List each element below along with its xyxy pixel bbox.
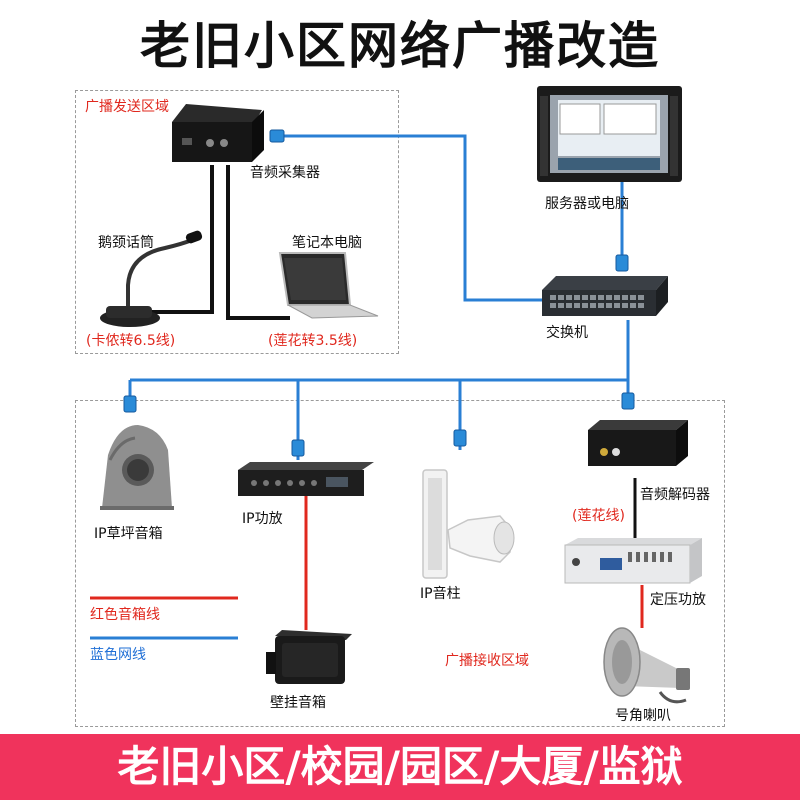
collector-cable-right bbox=[226, 165, 290, 320]
rj45-plug bbox=[615, 254, 629, 272]
ip-lawn-speaker-device bbox=[100, 425, 174, 510]
laptop-device bbox=[278, 252, 379, 319]
server-device bbox=[537, 86, 682, 182]
legend-blue-label: 蓝色网线 bbox=[90, 647, 146, 663]
audio-decoder-label: 音频解码器 bbox=[640, 487, 710, 503]
server-label: 服务器或电脑 bbox=[545, 196, 629, 212]
wall-speaker-device bbox=[266, 630, 352, 684]
ip-lawn-speaker-label: IP草坪音箱 bbox=[94, 526, 163, 542]
rj45-plug bbox=[269, 129, 285, 143]
receive-zone-border bbox=[75, 400, 725, 727]
horn-speaker-label: 号角喇叭 bbox=[615, 708, 671, 724]
mic-cable-label: (卡侬转6.5线) bbox=[86, 333, 176, 349]
gooseneck-mic-device bbox=[100, 230, 203, 327]
receive-zone-label: 广播接收区域 bbox=[445, 653, 529, 669]
ip-column-device bbox=[422, 469, 515, 579]
ip-amplifier-device bbox=[238, 462, 374, 496]
rj45-plug bbox=[291, 439, 305, 457]
audio-decoder-device bbox=[588, 420, 688, 466]
page-title: 老旧小区网络广播改造 bbox=[140, 17, 660, 75]
rj45-plug bbox=[453, 429, 467, 447]
cable-collector-to-switch bbox=[282, 134, 545, 302]
laptop-cable-label: (莲花转3.5线) bbox=[268, 333, 358, 349]
horn-speaker-device bbox=[603, 627, 690, 704]
lotus-cable-label: (莲花线) bbox=[572, 508, 625, 524]
rj45-plug bbox=[123, 395, 137, 413]
wall-speaker-label: 壁挂音箱 bbox=[270, 695, 326, 711]
constant-voltage-amp-label: 定压功放 bbox=[650, 592, 706, 608]
constant-voltage-amp-device bbox=[564, 538, 702, 584]
legend-red-label: 红色音箱线 bbox=[90, 607, 160, 623]
send-zone-label: 广播发送区域 bbox=[85, 99, 169, 115]
audio-collector-device bbox=[172, 104, 264, 162]
laptop-label: 笔记本电脑 bbox=[292, 235, 362, 251]
ip-amplifier-label: IP功放 bbox=[242, 511, 283, 527]
bottom-banner: 老旧小区/校园/园区/大厦/监狱 bbox=[0, 734, 800, 800]
send-zone-border bbox=[75, 90, 399, 354]
rj45-plug bbox=[621, 392, 635, 410]
switch-device bbox=[542, 276, 668, 316]
switch-label: 交换机 bbox=[546, 325, 588, 341]
ip-column-label: IP音柱 bbox=[420, 586, 461, 602]
collector-cable-left bbox=[128, 165, 214, 314]
audio-collector-label: 音频采集器 bbox=[250, 165, 320, 181]
gooseneck-mic-label: 鹅颈话筒 bbox=[98, 235, 154, 251]
